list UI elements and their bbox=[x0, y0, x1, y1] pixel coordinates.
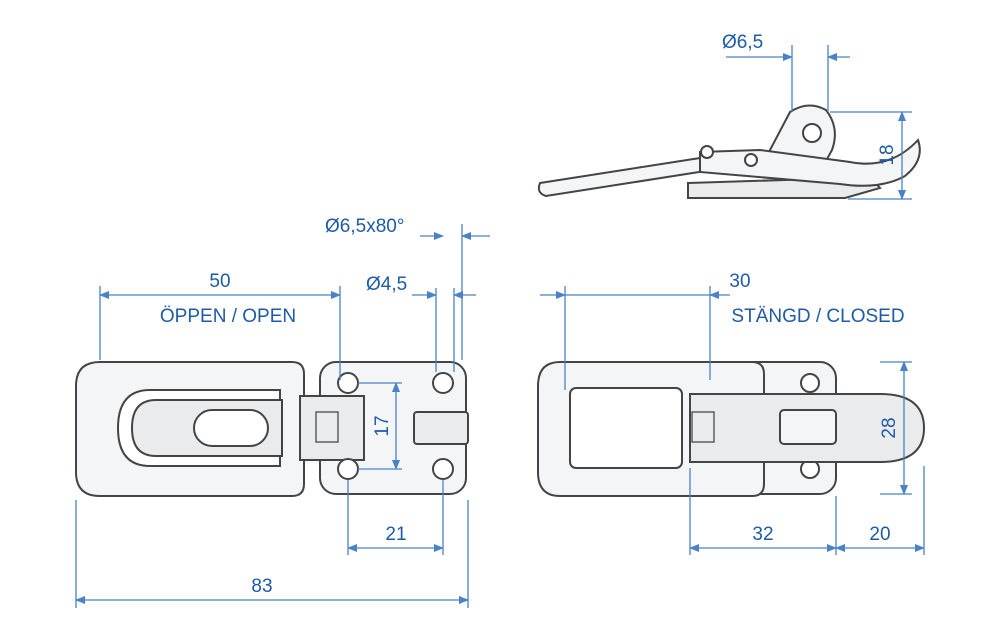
dim-text-21: 21 bbox=[385, 524, 406, 545]
dim-height-28: 28 bbox=[879, 361, 912, 495]
dim-text-d65-top: Ø6,5 bbox=[722, 32, 763, 53]
closed-hasp-opening bbox=[569, 387, 683, 469]
dim-height-18: 18 bbox=[830, 111, 912, 200]
dim-diameter-top: Ø6,5 bbox=[722, 32, 850, 112]
side-view bbox=[537, 104, 921, 199]
dim-text-30: 30 bbox=[729, 271, 750, 292]
dim-text-28: 28 bbox=[879, 417, 900, 438]
dim-text-17: 17 bbox=[372, 415, 393, 436]
open-screw-hole-tl bbox=[337, 372, 359, 394]
closed-hinge-knuckle bbox=[691, 411, 715, 443]
dim-text-32: 32 bbox=[752, 524, 773, 545]
closed-screw-hole-tr bbox=[800, 373, 820, 393]
dim-hole-45: Ø4,5 bbox=[366, 274, 476, 372]
closed-view bbox=[537, 361, 926, 497]
dim-text-countersink: Ø6,5x80° bbox=[325, 216, 404, 237]
open-screw-hole-br bbox=[432, 458, 454, 480]
open-view bbox=[75, 361, 469, 497]
dim-text-50: 50 bbox=[209, 271, 230, 292]
label-open: ÖPPEN / OPEN bbox=[160, 306, 296, 327]
open-hinge-knuckle bbox=[315, 411, 339, 443]
dim-countersink: Ø6,5x80° bbox=[325, 216, 490, 360]
dim-text-hole: Ø4,5 bbox=[366, 274, 407, 295]
closed-staple bbox=[779, 409, 837, 445]
open-tongue-slot bbox=[193, 409, 269, 447]
dim-text-20: 20 bbox=[869, 524, 890, 545]
side-pivot-1 bbox=[700, 145, 714, 159]
side-eye-hole bbox=[802, 123, 822, 143]
dim-width-21: 21 bbox=[347, 480, 444, 555]
dim-text-18: 18 bbox=[877, 144, 898, 165]
dim-total-83: 83 bbox=[75, 500, 469, 608]
open-screw-hole-bl bbox=[337, 458, 359, 480]
open-screw-hole-tr bbox=[432, 372, 454, 394]
open-hinge bbox=[299, 395, 365, 461]
label-closed: STÄNGD / CLOSED bbox=[731, 306, 904, 327]
dim-width-20: 20 bbox=[835, 466, 925, 555]
dim-open-50: 50 ÖPPEN / OPEN bbox=[99, 271, 341, 380]
dim-closed-30: 30 STÄNGD / CLOSED bbox=[540, 271, 905, 390]
side-pivot-2 bbox=[744, 153, 758, 167]
side-hook bbox=[699, 138, 921, 187]
dim-text-83: 83 bbox=[251, 576, 272, 597]
dim-height-17: 17 bbox=[358, 382, 402, 470]
open-staple bbox=[413, 411, 469, 445]
